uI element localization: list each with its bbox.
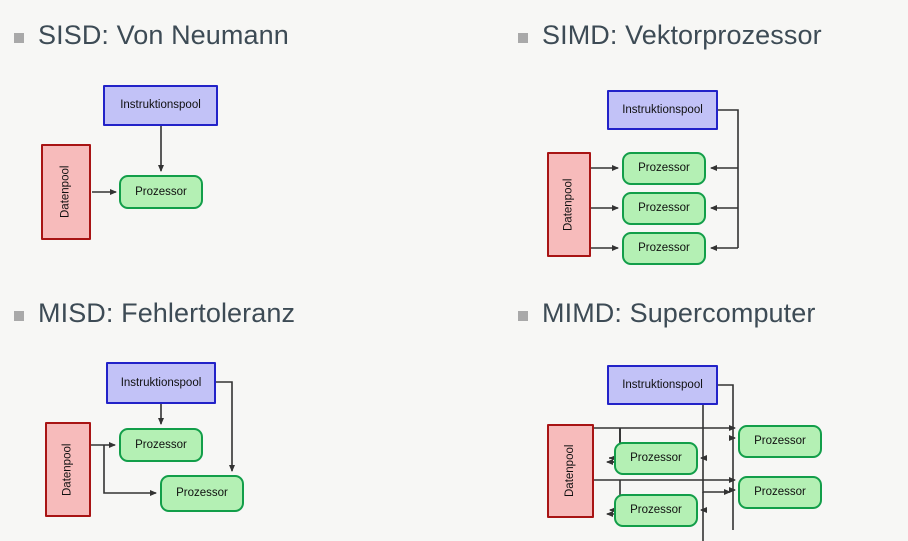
node-processor: Prozessor [614,442,698,475]
quadrant-title: MIMD: Supercomputer [542,298,816,328]
node-processor: Prozessor [119,175,203,209]
node-instruction-pool: Instruktionspool [607,90,718,130]
node-processor: Prozessor [119,428,203,462]
quadrant-title: SISD: Von Neumann [38,20,289,50]
bullet-square-icon [518,32,528,43]
node-processor: Prozessor [160,475,244,512]
quadrant-mimd: MIMD: Supercomputer [454,280,908,541]
bullet-square-icon [14,32,24,43]
heading-mimd: MIMD: Supercomputer [518,298,815,329]
quadrant-misd: MISD: Fehlertoleranz Instruktionspool Da… [0,280,454,541]
node-instruction-pool: Instruktionspool [106,362,216,404]
node-processor: Prozessor [738,476,822,509]
node-processor: Prozessor [614,494,698,527]
heading-sisd: SISD: Von Neumann [14,20,289,51]
node-data-pool: Datenpool [547,424,594,518]
heading-simd: SIMD: Vektorprozessor [518,20,822,51]
node-instruction-pool: Instruktionspool [103,85,218,126]
quadrant-simd: SIMD: Vektorprozessor Instruktionspool D… [454,0,908,280]
quadrant-sisd: SISD: Von Neumann Instruktionspool Daten… [0,0,454,280]
node-processor: Prozessor [622,152,706,185]
bullet-square-icon [518,310,528,321]
node-processor: Prozessor [738,425,822,458]
node-data-pool: Datenpool [547,152,591,257]
node-processor: Prozessor [622,192,706,225]
node-data-pool: Datenpool [45,422,91,517]
bullet-square-icon [14,310,24,321]
node-processor: Prozessor [622,232,706,265]
quadrant-title: SIMD: Vektorprozessor [542,20,822,50]
quadrant-title: MISD: Fehlertoleranz [38,298,296,328]
node-data-pool: Datenpool [41,144,91,240]
heading-misd: MISD: Fehlertoleranz [14,298,295,329]
node-instruction-pool: Instruktionspool [607,365,718,405]
